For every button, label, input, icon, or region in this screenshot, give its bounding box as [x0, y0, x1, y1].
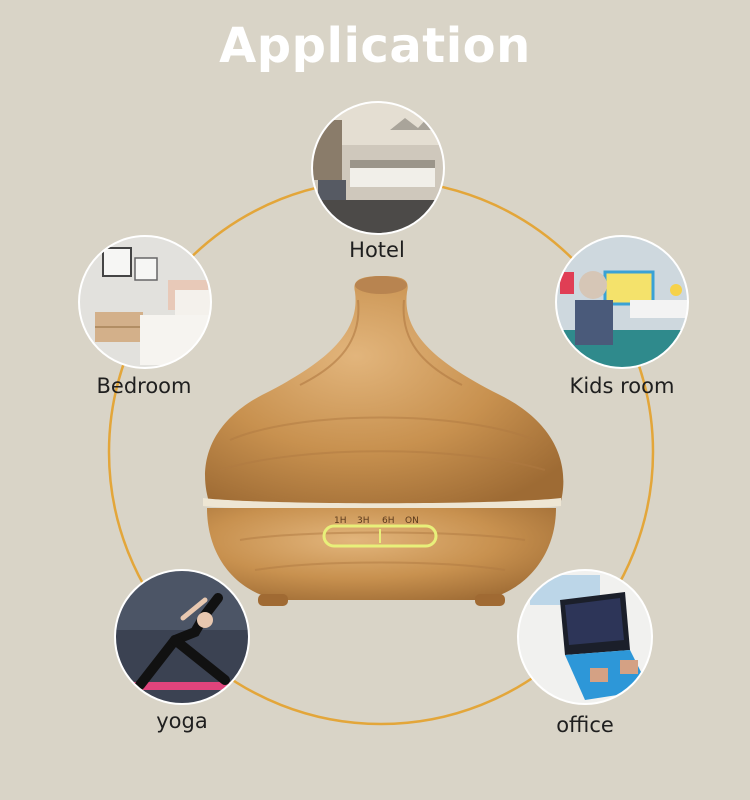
timer-1h-label: 1H	[334, 516, 347, 526]
kids-room-photo	[556, 236, 688, 368]
yoga-photo	[115, 570, 249, 704]
timer-3h-label: 3H	[357, 516, 370, 526]
page-title: Application	[219, 18, 531, 74]
hotel-label: Hotel	[349, 238, 405, 262]
kids-room-label: Kids room	[569, 374, 675, 398]
bedroom-label: Bedroom	[96, 374, 192, 398]
timer-labels: 1H 3H 6H ON	[334, 516, 419, 526]
office-label: office	[556, 713, 614, 737]
yoga-label: yoga	[156, 709, 208, 733]
aroma-diffuser: 1H 3H 6H ON	[203, 276, 564, 606]
timer-6h-label: 6H	[382, 516, 395, 526]
timer-on-label: ON	[405, 516, 419, 526]
control-panel-glow	[322, 524, 438, 548]
office-photo	[518, 570, 652, 704]
